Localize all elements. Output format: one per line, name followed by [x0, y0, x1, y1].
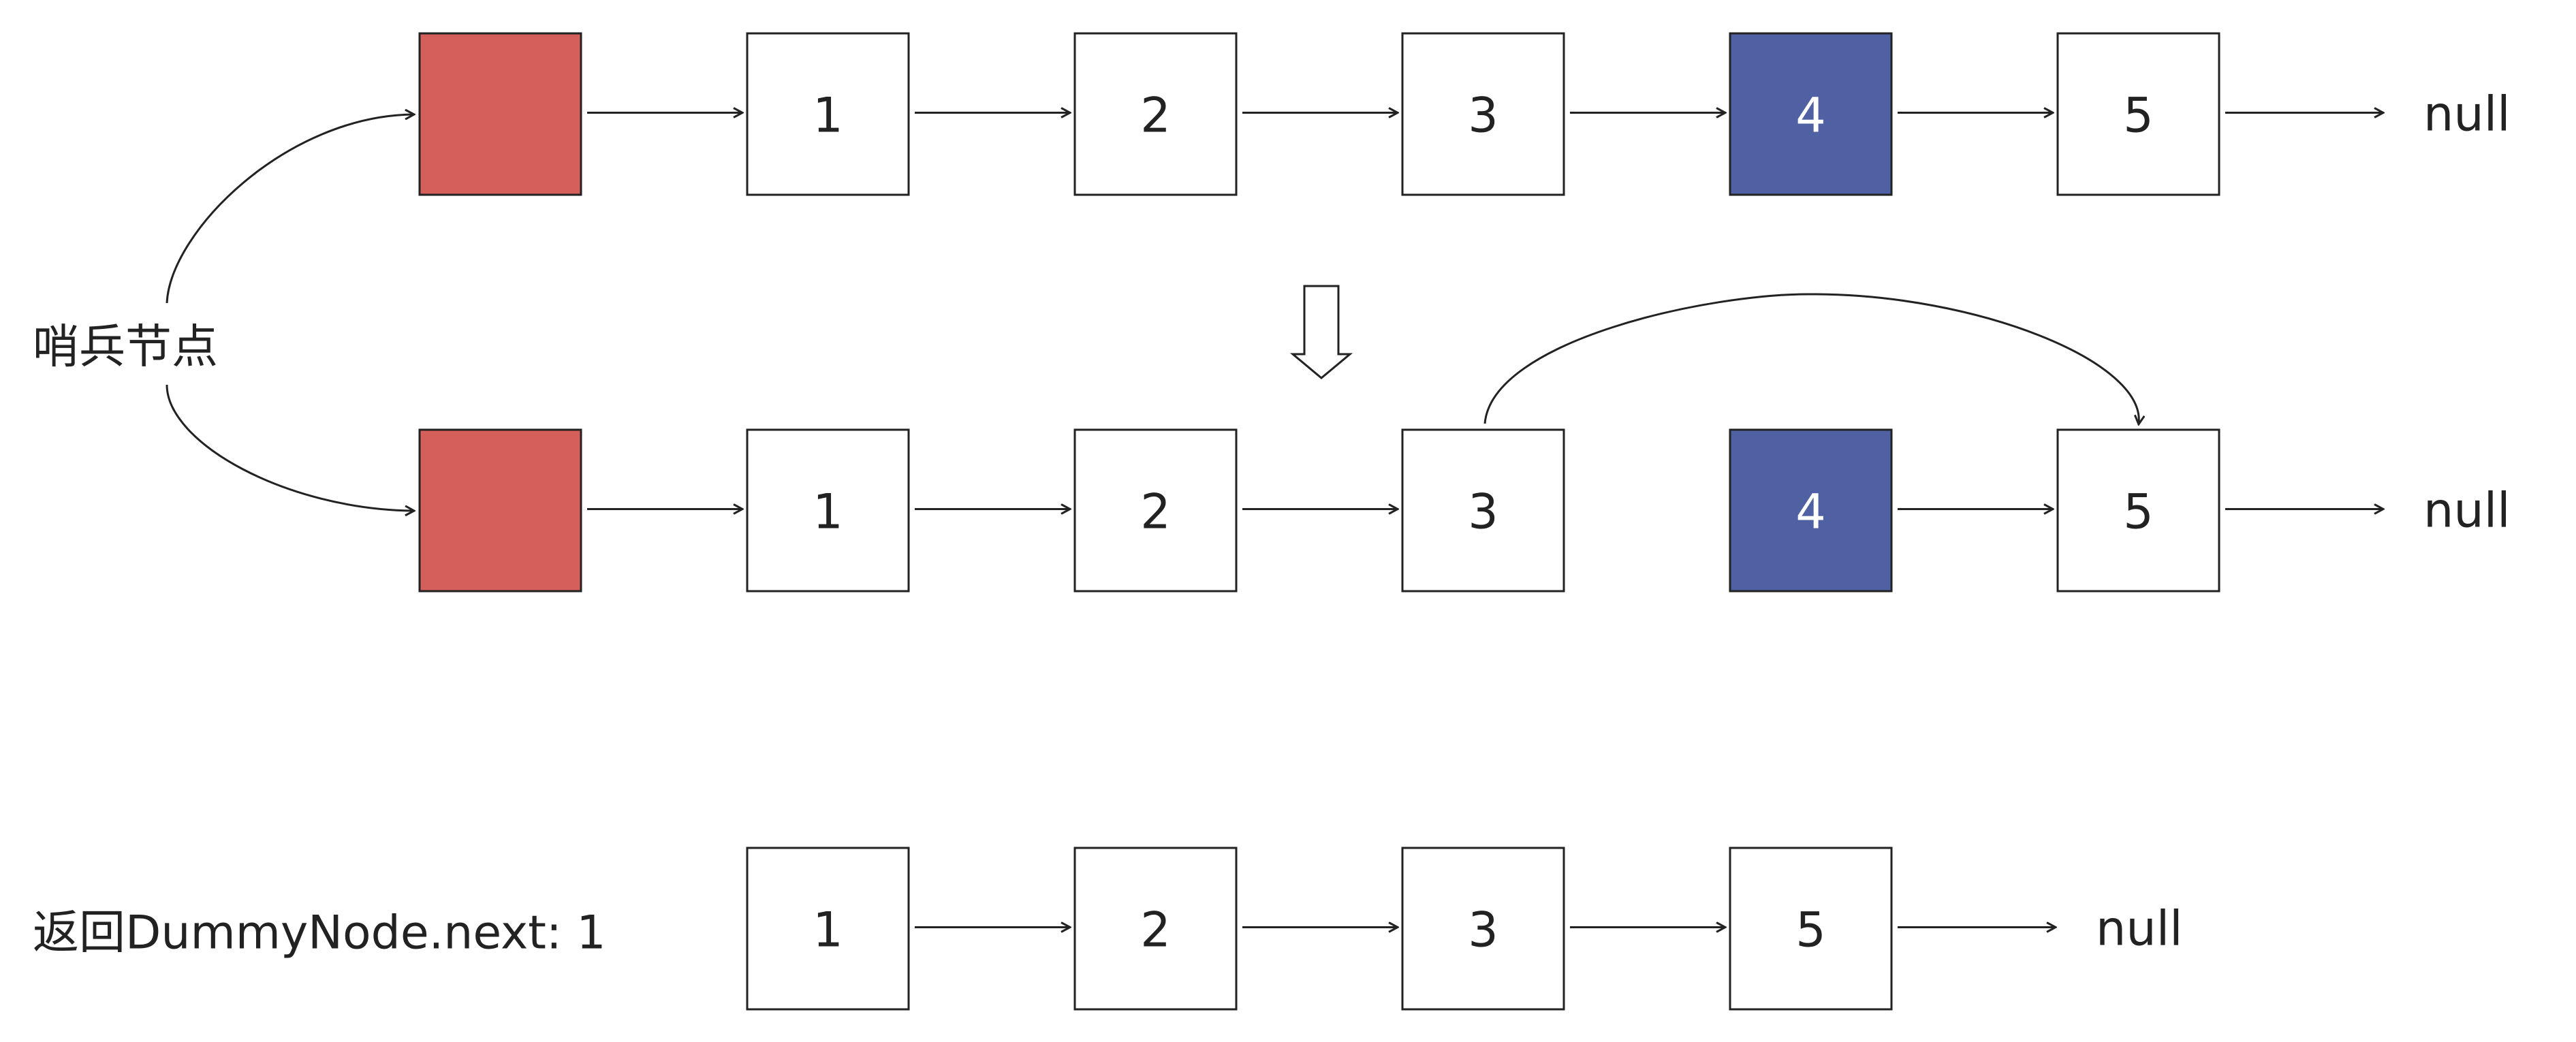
row-2-node-label: 1 — [813, 484, 843, 540]
row-3-node-2 — [1073, 847, 1238, 1011]
row-3-node-label: 2 — [1140, 902, 1171, 958]
row-1-node-label: 1 — [813, 88, 843, 144]
row-1-node-3 — [1401, 32, 1565, 196]
result-label: 返回DummyNode.next: 1 — [33, 906, 606, 960]
row-1-node-label: 2 — [1140, 88, 1171, 144]
row-3-node-label: 3 — [1468, 902, 1498, 958]
skip-link-arc — [1483, 293, 2139, 424]
row-1-node-label: 5 — [2123, 88, 2154, 144]
row-2-node-1 — [746, 428, 910, 593]
transform-down-arrow — [1289, 285, 1353, 379]
row-3-node-3 — [1401, 847, 1565, 1011]
row-3-null-label: null — [2096, 901, 2183, 957]
row-1-node-label: 4 — [1795, 88, 1826, 144]
row-1-null-label: null — [2423, 86, 2511, 142]
row-1-node-2 — [1073, 32, 1238, 196]
row-2-null-label: null — [2423, 483, 2511, 539]
row-2-node-label: 3 — [1468, 484, 1498, 540]
row-3-node-5 — [1729, 847, 1893, 1011]
row-2-node-3 — [1401, 428, 1565, 593]
row-1-node-4 — [1729, 32, 1893, 196]
row-2-node-label: 2 — [1140, 484, 1171, 540]
sentinel-pointer-top — [166, 114, 413, 304]
row-2-node-5 — [2056, 428, 2220, 593]
sentinel-pointer-bottom — [166, 384, 413, 511]
row-1-node-1 — [746, 32, 910, 196]
sentinel-label: 哨兵节点 — [33, 321, 218, 375]
row-3-node-1 — [746, 847, 910, 1011]
row-3-node-label: 1 — [813, 902, 843, 958]
row-2-node-4 — [1729, 428, 1893, 593]
row-1-node-sentinel — [418, 32, 582, 196]
row-2-node-label: 4 — [1795, 484, 1826, 540]
row-2-node-label: 5 — [2123, 484, 2154, 540]
row-2-node-sentinel — [418, 428, 582, 593]
row-2-node-2 — [1073, 428, 1238, 593]
row-1-node-label: 3 — [1468, 88, 1498, 144]
row-3-node-label: 5 — [1795, 902, 1826, 958]
row-1-node-5 — [2056, 32, 2220, 196]
